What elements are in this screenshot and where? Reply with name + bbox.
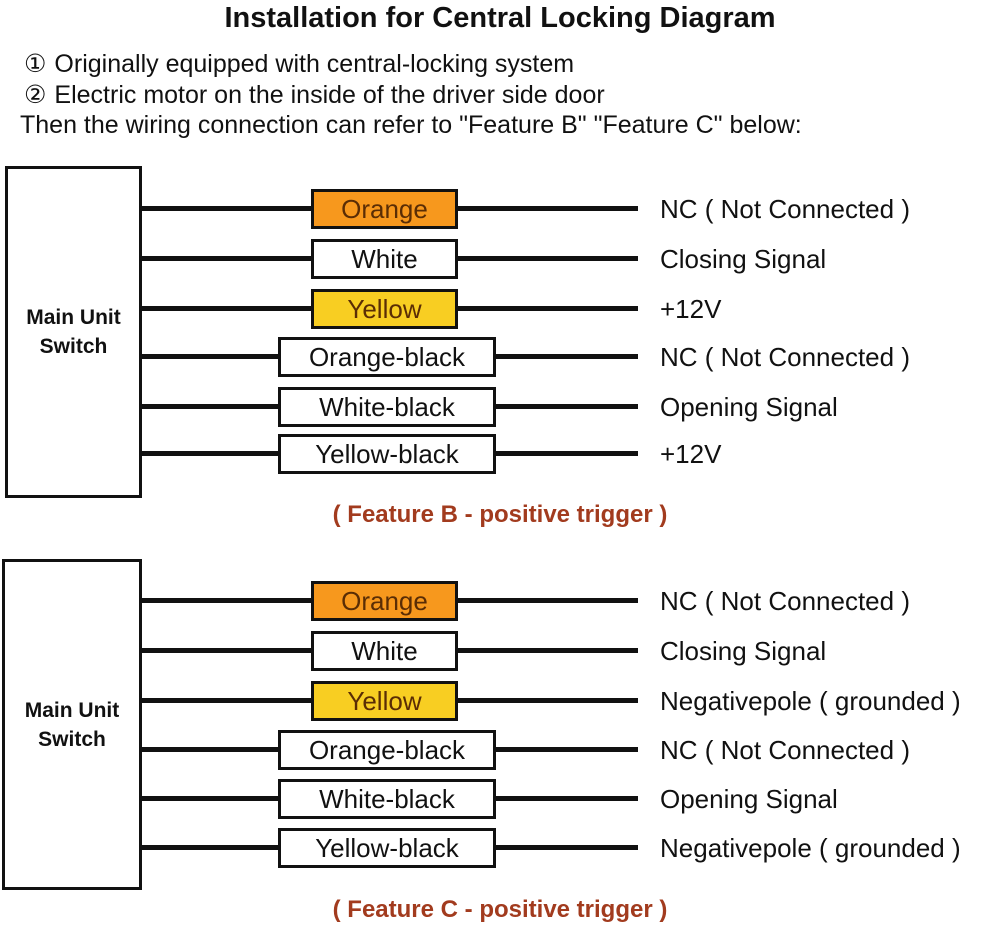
- wire-line: [142, 256, 313, 261]
- wire-line: [142, 306, 313, 311]
- note-bullet-1: ①: [24, 50, 47, 78]
- page-title: Installation for Central Locking Diagram: [224, 2, 776, 34]
- wire-label-box-white: White: [311, 631, 458, 671]
- note-text-1: Originally equipped with central-locking…: [54, 50, 575, 78]
- signal-label: NC ( Not Connected ): [660, 586, 910, 616]
- wire-label-box-white-black: White-black: [278, 779, 496, 819]
- signal-label: Opening Signal: [660, 784, 838, 814]
- wire-line: [494, 404, 638, 409]
- wire-label-box-yellow: Yellow: [311, 289, 458, 329]
- wire-line: [142, 845, 280, 850]
- wire-line: [142, 698, 313, 703]
- wire-label-box-yellow-black: Yellow-black: [278, 434, 496, 474]
- signal-label: Closing Signal: [660, 636, 827, 666]
- signal-label: NC ( Not Connected ): [660, 194, 910, 224]
- main-unit-switch-label: Main Unit Switch: [24, 698, 120, 751]
- signal-label: NC ( Not Connected ): [660, 735, 910, 765]
- wire-label-box-yellow: Yellow: [311, 681, 458, 721]
- signal-label: NC ( Not Connected ): [660, 342, 910, 372]
- wire-line: [142, 747, 280, 752]
- note-bullet-2: ②: [24, 81, 47, 109]
- wire-line: [494, 451, 638, 456]
- wire-line: [142, 404, 280, 409]
- signal-label: Negativepole ( grounded ): [660, 833, 961, 863]
- wire-line: [456, 698, 638, 703]
- signal-label: +12V: [660, 294, 722, 324]
- signal-label: +12V: [660, 439, 722, 469]
- wire-label-box-white: White: [311, 239, 458, 279]
- wire-line: [494, 845, 638, 850]
- wire-line: [142, 451, 280, 456]
- wire-label-box-white-black: White-black: [278, 387, 496, 427]
- main-unit-switch-box: Main Unit Switch: [2, 559, 142, 890]
- wire-line: [456, 306, 638, 311]
- wire-line: [494, 747, 638, 752]
- wire-line: [142, 354, 280, 359]
- wire-label-box-orange-black: Orange-black: [278, 337, 496, 377]
- feature-c-caption: ( Feature C - positive trigger ): [332, 896, 668, 923]
- wire-line: [494, 796, 638, 801]
- wire-label-box-orange: Orange: [311, 581, 458, 621]
- wire-line: [456, 206, 638, 211]
- feature-b-caption: ( Feature B - positive trigger ): [332, 501, 668, 528]
- intro-text: Then the wiring connection can refer to …: [20, 111, 802, 139]
- wire-line: [494, 354, 638, 359]
- signal-label: Opening Signal: [660, 392, 838, 422]
- wire-label-box-orange-black: Orange-black: [278, 730, 496, 770]
- wire-line: [456, 256, 638, 261]
- main-unit-switch-box: Main Unit Switch: [5, 166, 142, 498]
- note-text-2: Electric motor on the inside of the driv…: [54, 81, 605, 109]
- wire-label-box-yellow-black: Yellow-black: [278, 828, 496, 868]
- signal-label: Negativepole ( grounded ): [660, 686, 961, 716]
- wire-line: [142, 648, 313, 653]
- wire-line: [456, 648, 638, 653]
- wire-line: [456, 598, 638, 603]
- wire-label-box-orange: Orange: [311, 189, 458, 229]
- wire-line: [142, 796, 280, 801]
- main-unit-switch-label: Main Unit Switch: [26, 306, 121, 358]
- signal-label: Closing Signal: [660, 244, 827, 274]
- wire-line: [142, 598, 313, 603]
- wire-line: [142, 206, 313, 211]
